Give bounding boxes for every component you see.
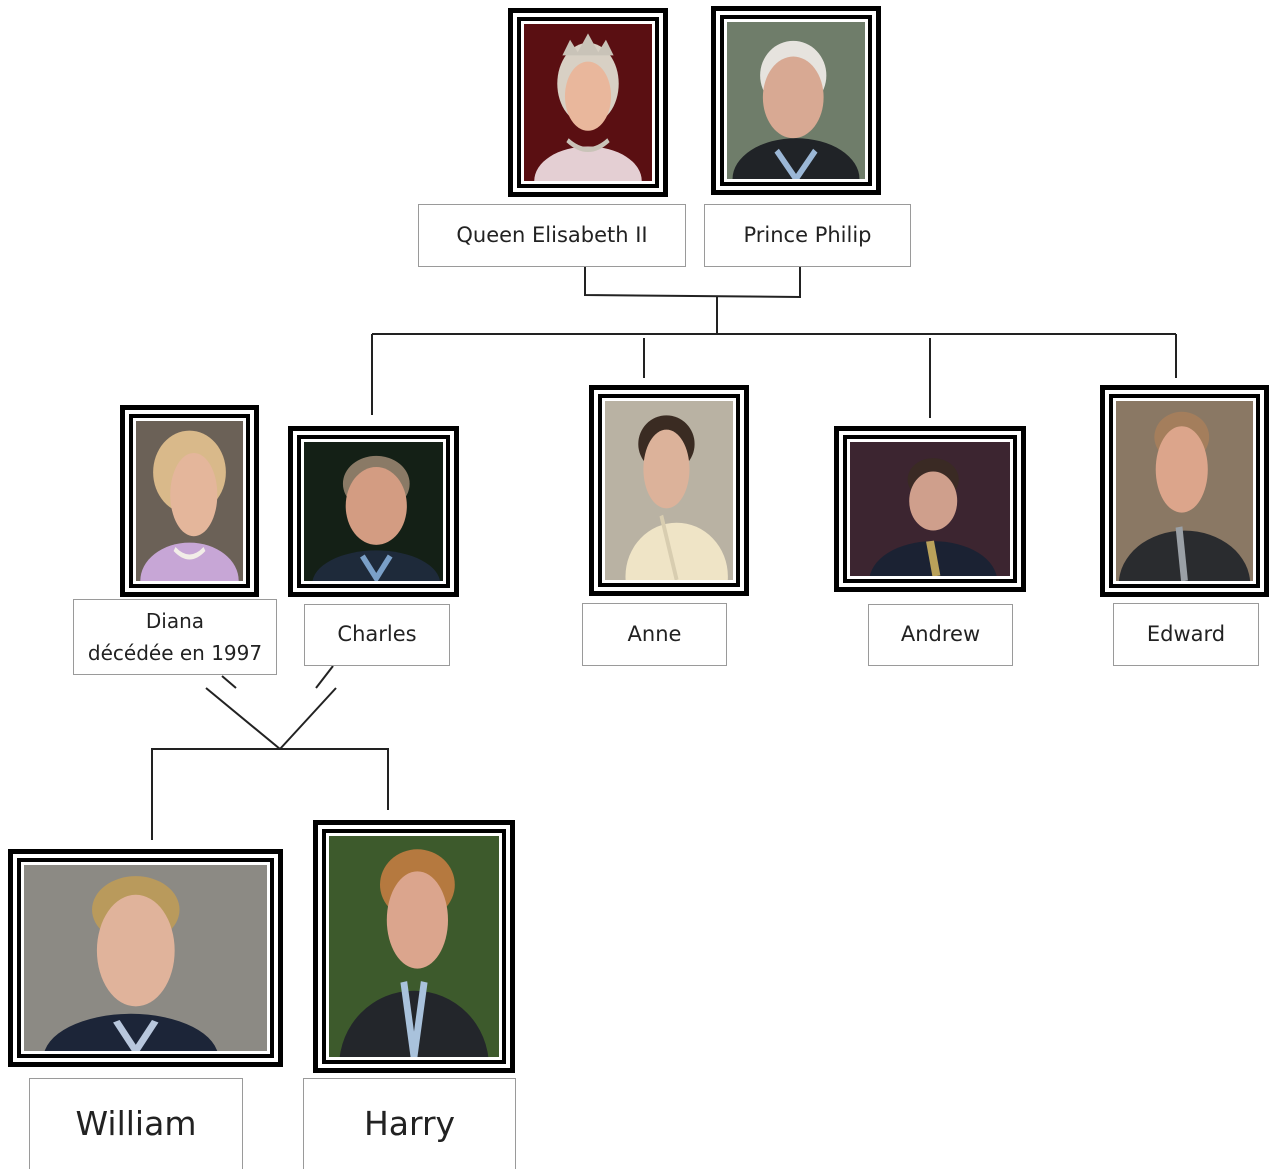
photo-frame-elizabeth xyxy=(508,8,668,197)
photo-frame-anne xyxy=(589,385,749,596)
name-label-charles: Charles xyxy=(304,604,450,666)
name-anne: Anne xyxy=(627,621,682,646)
name-william: William xyxy=(75,1104,197,1144)
name-label-anne: Anne xyxy=(582,603,727,666)
connector-charles-v xyxy=(279,687,337,750)
portrait-diana xyxy=(136,421,243,581)
connector-elizabeth-philip xyxy=(584,266,801,299)
portrait-elizabeth xyxy=(524,24,652,181)
name-andrew: Andrew xyxy=(900,622,981,647)
portrait-harry xyxy=(329,836,499,1057)
portrait-william xyxy=(24,865,267,1051)
connector-charles-short xyxy=(315,665,334,689)
connector-diana-short xyxy=(221,675,237,689)
name-diana-note: décédée en 1997 xyxy=(87,641,263,665)
photo-frame-harry xyxy=(313,820,515,1073)
photo-frame-philip xyxy=(711,6,881,195)
portrait-edward xyxy=(1116,401,1253,581)
connector-diana-v xyxy=(205,687,281,750)
name-label-philip: Prince Philip xyxy=(704,204,911,267)
photo-frame-edward xyxy=(1100,385,1269,597)
name-label-harry: Harry xyxy=(303,1078,516,1169)
name-elizabeth: Queen Elisabeth II xyxy=(456,222,648,247)
photo-frame-diana xyxy=(120,405,259,597)
name-label-william: William xyxy=(29,1078,243,1169)
name-diana: Diana xyxy=(145,609,205,633)
portrait-andrew xyxy=(850,442,1010,576)
name-label-elizabeth: Queen Elisabeth II xyxy=(418,204,686,267)
portrait-charles xyxy=(304,442,443,581)
name-edward: Edward xyxy=(1146,621,1226,646)
photo-frame-charles xyxy=(288,426,459,597)
portrait-philip xyxy=(727,22,865,179)
portrait-anne xyxy=(605,401,733,580)
name-label-andrew: Andrew xyxy=(868,604,1013,666)
name-label-edward: Edward xyxy=(1113,603,1259,666)
photo-frame-andrew xyxy=(834,426,1026,592)
name-harry: Harry xyxy=(363,1104,456,1144)
name-label-diana: Diana décédée en 1997 xyxy=(73,599,277,675)
name-charles: Charles xyxy=(337,622,417,647)
photo-frame-william xyxy=(8,849,283,1067)
name-philip: Prince Philip xyxy=(743,222,872,247)
